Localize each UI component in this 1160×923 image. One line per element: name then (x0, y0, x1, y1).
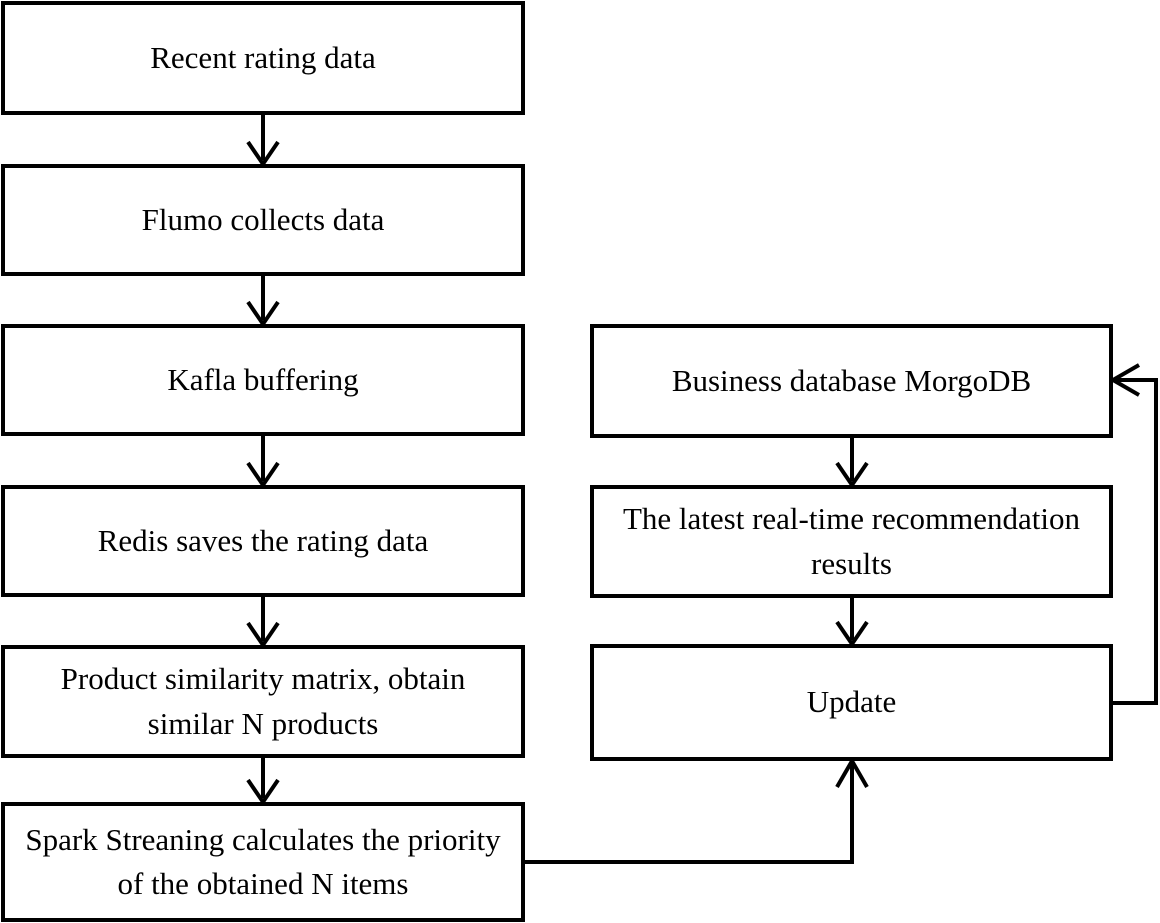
node-spark-streaning[interactable]: Spark Streaning calculates the priority … (1, 802, 525, 922)
node-label: Kafla buffering (167, 361, 359, 397)
node-label: Business database MorgoDB (671, 362, 1032, 398)
node-redis-saves-rating-data[interactable]: Redis saves the rating data (1, 485, 525, 597)
edge-update-to-morgodb (1108, 363, 1158, 705)
edge-similarity-to-spark (246, 758, 280, 806)
node-kafla-buffering[interactable]: Kafla buffering (1, 324, 525, 436)
edge-recent-to-flumo (246, 115, 280, 168)
node-label: Flumo collects data (141, 201, 385, 237)
node-label: Recent rating data (150, 39, 376, 75)
edge-results-to-update (835, 598, 869, 648)
edge-flumo-to-kafla (246, 276, 280, 328)
node-label: Product similarity matrix, obtain simila… (60, 661, 466, 741)
edge-morgodb-to-results (835, 438, 869, 489)
node-latest-realtime-results[interactable]: The latest real-time recommendation resu… (590, 485, 1113, 598)
edge-redis-to-similarity (246, 597, 280, 649)
node-label: Update (806, 684, 897, 720)
node-flumo-collects-data[interactable]: Flumo collects data (1, 164, 525, 276)
node-label: The latest real-time recommendation resu… (622, 501, 1081, 581)
node-recent-rating-data[interactable]: Recent rating data (1, 1, 525, 115)
node-label: Spark Streaning calculates the priority … (25, 821, 501, 901)
node-label: Redis saves the rating data (97, 522, 429, 558)
edge-spark-to-update (525, 756, 869, 864)
node-business-database-morgodb[interactable]: Business database MorgoDB (590, 324, 1113, 438)
node-product-similarity-matrix[interactable]: Product similarity matrix, obtain simila… (1, 645, 525, 758)
edge-kafla-to-redis (246, 436, 280, 489)
node-update[interactable]: Update (590, 644, 1113, 761)
